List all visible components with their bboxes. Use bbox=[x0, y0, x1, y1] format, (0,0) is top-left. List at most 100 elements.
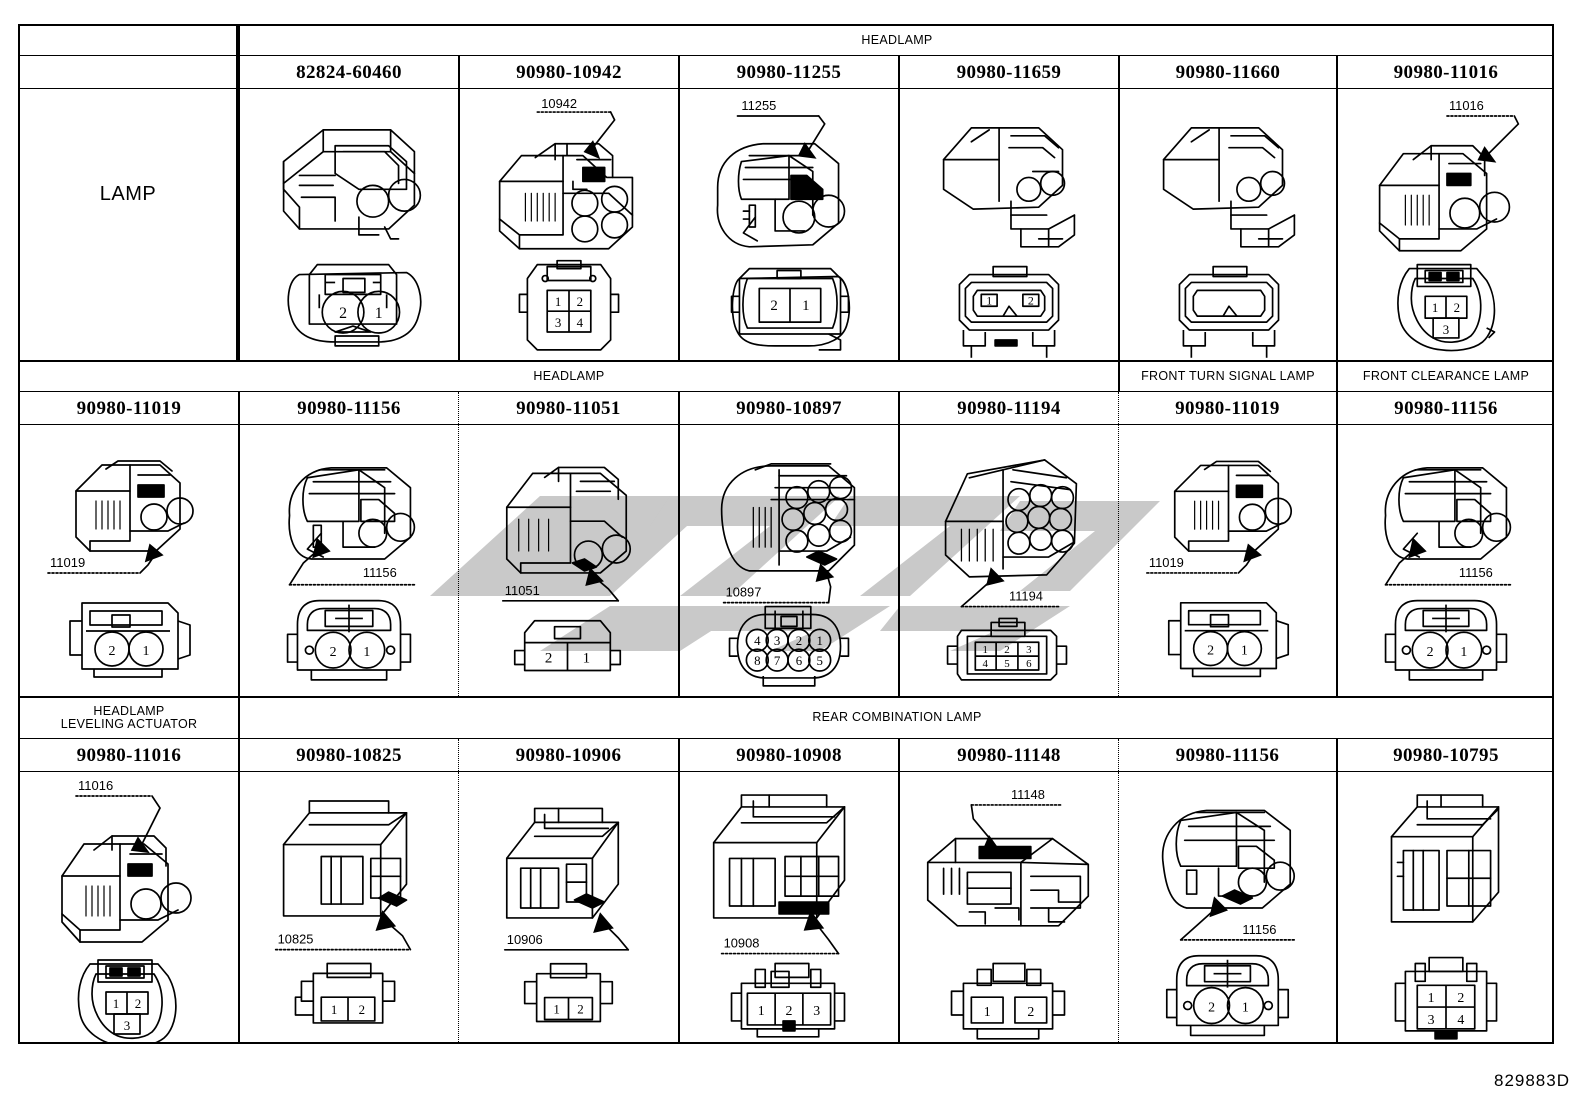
pin-number: 1 bbox=[1460, 645, 1467, 660]
pin-number: 1 bbox=[758, 1004, 765, 1019]
pin-number: 2 bbox=[1027, 1005, 1034, 1020]
callout-label: 11016 bbox=[1449, 98, 1484, 113]
pin-number: 4 bbox=[754, 634, 761, 648]
pin-number: 2 bbox=[545, 651, 552, 667]
connector-chart-table: LAMP HEADLAMP 82824-60460 90980-10942 90… bbox=[18, 24, 1554, 1044]
part-number-text: 90980-10795 bbox=[1393, 745, 1499, 766]
pin-number: 7 bbox=[774, 654, 781, 668]
pin-number: 1 bbox=[113, 996, 120, 1011]
pin-number: 2 bbox=[330, 645, 337, 660]
pin-number: 3 bbox=[1443, 323, 1449, 337]
pin-number: 3 bbox=[124, 1018, 131, 1033]
part-number-cell[interactable]: 90980-11016 bbox=[1336, 56, 1554, 90]
pin-number: 1 bbox=[802, 298, 809, 314]
part-number-text: 90980-10942 bbox=[516, 62, 622, 83]
pin-number: 2 bbox=[135, 996, 142, 1011]
connector-cell: 10908 bbox=[678, 772, 898, 1044]
callout-label: 11255 bbox=[741, 98, 776, 113]
connector-cell: 10906 1 2 bbox=[458, 772, 678, 1044]
part-number-cell[interactable]: 90980-10795 bbox=[1336, 739, 1554, 773]
part-number-row-2: 90980-11019 90980-11156 90980-11051 9098… bbox=[20, 391, 1554, 426]
callout-label: 10906 bbox=[507, 932, 543, 947]
part-number-cell[interactable]: 90980-11019 bbox=[20, 392, 238, 426]
pin-number: 2 bbox=[1457, 991, 1464, 1006]
pin-number: 1 bbox=[984, 1005, 991, 1020]
part-number-cell[interactable]: 90980-10897 bbox=[678, 392, 898, 426]
group-header-headlamp-leveling-actuator: HEADLAMP LEVELING ACTUATOR bbox=[20, 698, 238, 738]
group-label: REAR COMBINATION LAMP bbox=[812, 710, 982, 725]
part-number-cell[interactable]: 90980-11019 bbox=[1118, 392, 1336, 426]
part-number-text: 90980-11019 bbox=[1175, 398, 1280, 419]
part-number-cell[interactable]: 90980-11156 bbox=[1118, 739, 1336, 773]
group-label: HEADLAMP bbox=[861, 32, 933, 47]
chart-band-1: LAMP HEADLAMP 82824-60460 90980-10942 90… bbox=[20, 26, 1552, 362]
group-header-front-turn-signal-lamp: FRONT TURN SIGNAL LAMP bbox=[1118, 362, 1336, 391]
part-number-cell[interactable]: 90980-11148 bbox=[898, 739, 1118, 773]
group-header-rear-combination-lamp: REAR COMBINATION LAMP bbox=[238, 698, 1554, 738]
pin-number: 2 bbox=[577, 295, 583, 309]
pin-number: 1 bbox=[143, 644, 150, 659]
part-number-cell[interactable]: 90980-10825 bbox=[238, 739, 458, 773]
connector-cell: 11255 bbox=[678, 89, 898, 360]
part-number-cell[interactable]: 90980-11659 bbox=[898, 56, 1118, 90]
part-number-cell[interactable]: 90980-11016 bbox=[20, 739, 238, 773]
pin-number: 3 bbox=[1428, 1013, 1435, 1028]
part-number-cell[interactable]: 90980-11156 bbox=[1336, 392, 1554, 426]
part-number-cell[interactable]: 90980-11194 bbox=[898, 392, 1118, 426]
connector-cell: 11156 bbox=[238, 425, 458, 696]
connector-cell: 11156 bbox=[1336, 425, 1554, 696]
connector-cell: 11019 2 1 bbox=[20, 425, 238, 696]
part-number-row-1: 82824-60460 90980-10942 90980-11255 9098… bbox=[20, 55, 1554, 90]
part-number-text: 82824-60460 bbox=[296, 62, 402, 83]
pin-number: 1 bbox=[363, 645, 370, 660]
callout-label: 10942 bbox=[541, 96, 577, 111]
pin-number: 2 bbox=[1004, 644, 1009, 656]
part-number-cell[interactable]: 82824-60460 bbox=[238, 56, 458, 90]
pin-number: 2 bbox=[770, 298, 777, 314]
connector-cell: 11156 bbox=[1118, 772, 1336, 1044]
part-number-cell[interactable]: 90980-11156 bbox=[238, 392, 458, 426]
pin-number: 8 bbox=[754, 654, 760, 668]
pin-number: 2 bbox=[1454, 301, 1460, 315]
connector-cell: 11019 2 1 bbox=[1118, 425, 1336, 696]
pin-number: 2 bbox=[796, 634, 802, 648]
pin-number: 6 bbox=[1026, 658, 1032, 670]
connector-cell: 10897 bbox=[678, 425, 898, 696]
pin-number: 2 bbox=[1028, 293, 1034, 307]
group-label: FRONT CLEARANCE LAMP bbox=[1362, 368, 1530, 383]
connector-cell: 2 1 bbox=[238, 89, 458, 360]
callout-label: 11194 bbox=[1009, 589, 1043, 604]
part-number-text: 90980-11051 bbox=[516, 398, 621, 419]
part-number-row-3: 90980-11016 90980-10825 90980-10906 9098… bbox=[20, 738, 1554, 773]
pin-number: 1 bbox=[555, 295, 561, 309]
pin-number: 1 bbox=[553, 1002, 559, 1017]
pin-number: 5 bbox=[816, 654, 822, 668]
group-header-row-1: HEADLAMP bbox=[20, 26, 1552, 55]
pin-number: 2 bbox=[359, 1003, 365, 1017]
connector-cell: 10825 1 2 bbox=[238, 772, 458, 1044]
part-number-text: 90980-11148 bbox=[957, 745, 1061, 766]
lamp-label: LAMP bbox=[99, 182, 157, 205]
part-number-text: 90980-10897 bbox=[736, 398, 842, 419]
group-label: HEADLAMP bbox=[533, 368, 605, 383]
part-number-text: 90980-11660 bbox=[1175, 62, 1281, 83]
connector-cell: 11194 1 bbox=[898, 425, 1118, 696]
part-number-cell[interactable]: 90980-11660 bbox=[1118, 56, 1336, 90]
pin-number: 1 bbox=[331, 1003, 337, 1017]
part-number-text: 90980-11255 bbox=[736, 62, 842, 83]
group-label: FRONT TURN SIGNAL LAMP bbox=[1141, 368, 1315, 383]
part-number-cell[interactable]: 90980-10942 bbox=[458, 56, 678, 90]
drawing-row-3: 11016 bbox=[20, 772, 1552, 1044]
pin-number: 6 bbox=[796, 654, 803, 668]
connector-cell: 11148 bbox=[898, 772, 1118, 1044]
chart-band-3: HEADLAMP LEVELING ACTUATOR REAR COMBINAT… bbox=[20, 698, 1552, 1044]
part-number-cell[interactable]: 90980-11051 bbox=[458, 392, 678, 426]
part-number-cell[interactable]: 90980-11255 bbox=[678, 56, 898, 90]
connector-cell: 10942 bbox=[458, 89, 678, 360]
part-number-cell[interactable]: 90980-10908 bbox=[678, 739, 898, 773]
callout-label: 10897 bbox=[726, 585, 762, 600]
part-number-cell[interactable]: 90980-10906 bbox=[458, 739, 678, 773]
pin-number: 2 bbox=[786, 1004, 793, 1019]
part-number-text: 90980-11659 bbox=[956, 62, 1062, 83]
